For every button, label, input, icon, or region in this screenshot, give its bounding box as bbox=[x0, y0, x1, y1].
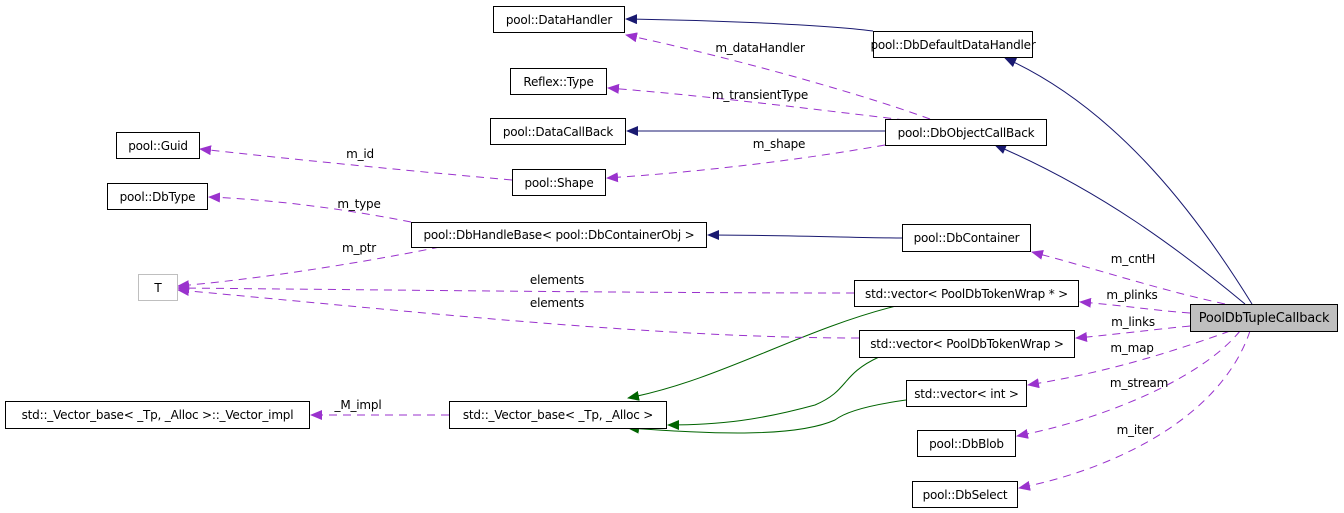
edge-label-m-stream: m_stream bbox=[1109, 376, 1169, 390]
edge-label-m-links: m_links bbox=[1111, 315, 1155, 329]
edge-label-elements-1: elements bbox=[529, 273, 585, 287]
node-label: std::_Vector_base< _Tp, _Alloc >::_Vecto… bbox=[21, 408, 294, 422]
node-vector-impl[interactable]: std::_Vector_base< _Tp, _Alloc >::_Vecto… bbox=[5, 401, 310, 429]
edge-label-m-cnth: m_cntH bbox=[1110, 252, 1156, 266]
node-db-select[interactable]: pool::DbSelect bbox=[912, 481, 1018, 508]
node-label: std::vector< int > bbox=[914, 386, 1019, 401]
template-edges bbox=[627, 305, 907, 434]
node-label: PoolDbTupleCallback bbox=[1198, 310, 1330, 326]
node-label: pool::DbSelect bbox=[922, 487, 1008, 502]
node-label: pool::DbContainer bbox=[913, 231, 1020, 245]
node-shape[interactable]: pool::Shape bbox=[512, 169, 606, 196]
node-vector-base[interactable]: std::_Vector_base< _Tp, _Alloc > bbox=[449, 401, 667, 429]
node-db-type[interactable]: pool::DbType bbox=[107, 183, 208, 210]
node-label: pool::Guid bbox=[128, 138, 188, 153]
edge-label-m-iter: m_iter bbox=[1116, 423, 1154, 437]
edge-label-m-plinks: m_plinks bbox=[1106, 288, 1158, 302]
edge-label-m-map: m_map bbox=[1110, 341, 1154, 355]
node-reflex-type[interactable]: Reflex::Type bbox=[510, 68, 607, 95]
node-label: pool::DataCallBack bbox=[502, 124, 614, 139]
edge-label-m-datahandler: m_dataHandler bbox=[715, 41, 805, 55]
edge-label-m-ptr: m_ptr bbox=[342, 241, 376, 255]
node-vector-token-ptr[interactable]: std::vector< PoolDbTokenWrap * > bbox=[854, 280, 1079, 307]
node-db-object-callback[interactable]: pool::DbObjectCallBack bbox=[885, 119, 1047, 146]
node-label: pool::DbDefaultDataHandler bbox=[870, 37, 1036, 52]
edge-label-m-impl: _M_impl bbox=[334, 398, 382, 412]
node-db-handle-base[interactable]: pool::DbHandleBase< pool::DbContainerObj… bbox=[411, 222, 707, 248]
node-db-blob[interactable]: pool::DbBlob bbox=[917, 430, 1016, 457]
edge-label-m-type: m_type bbox=[337, 197, 381, 211]
edge-label-m-id: m_id bbox=[346, 147, 374, 161]
node-label: std::vector< PoolDbTokenWrap > bbox=[870, 337, 1064, 351]
usage-edges bbox=[177, 32, 1251, 491]
node-label: pool::DataHandler bbox=[505, 12, 613, 27]
node-label: std::_Vector_base< _Tp, _Alloc > bbox=[462, 408, 654, 422]
inheritance-edges bbox=[625, 14, 1253, 305]
node-label: pool::Shape bbox=[524, 175, 594, 190]
node-label: pool::DbBlob bbox=[929, 436, 1004, 451]
node-label: pool::DbType bbox=[119, 189, 196, 204]
node-label: T bbox=[154, 280, 162, 295]
node-vector-token[interactable]: std::vector< PoolDbTokenWrap > bbox=[859, 330, 1075, 358]
node-guid[interactable]: pool::Guid bbox=[116, 132, 200, 159]
edge-label-m-shape: m_shape bbox=[752, 137, 806, 151]
edge-label-elements-2: elements bbox=[529, 296, 585, 310]
node-label: Reflex::Type bbox=[523, 74, 594, 89]
node-db-default-data-handler[interactable]: pool::DbDefaultDataHandler bbox=[870, 31, 1036, 58]
node-label: pool::DbHandleBase< pool::DbContainerObj… bbox=[423, 228, 695, 242]
node-label: pool::DbObjectCallBack bbox=[897, 125, 1035, 140]
node-data-callback[interactable]: pool::DataCallBack bbox=[490, 118, 626, 145]
node-vector-int[interactable]: std::vector< int > bbox=[906, 380, 1027, 407]
node-db-container[interactable]: pool::DbContainer bbox=[902, 224, 1031, 252]
node-pooldb-tuple-callback[interactable]: PoolDbTupleCallback bbox=[1190, 304, 1338, 332]
edge-label-m-transienttype: m_transientType bbox=[711, 88, 809, 102]
node-label: std::vector< PoolDbTokenWrap * > bbox=[865, 286, 1068, 301]
node-t[interactable]: T bbox=[138, 274, 178, 301]
node-data-handler[interactable]: pool::DataHandler bbox=[493, 6, 625, 33]
